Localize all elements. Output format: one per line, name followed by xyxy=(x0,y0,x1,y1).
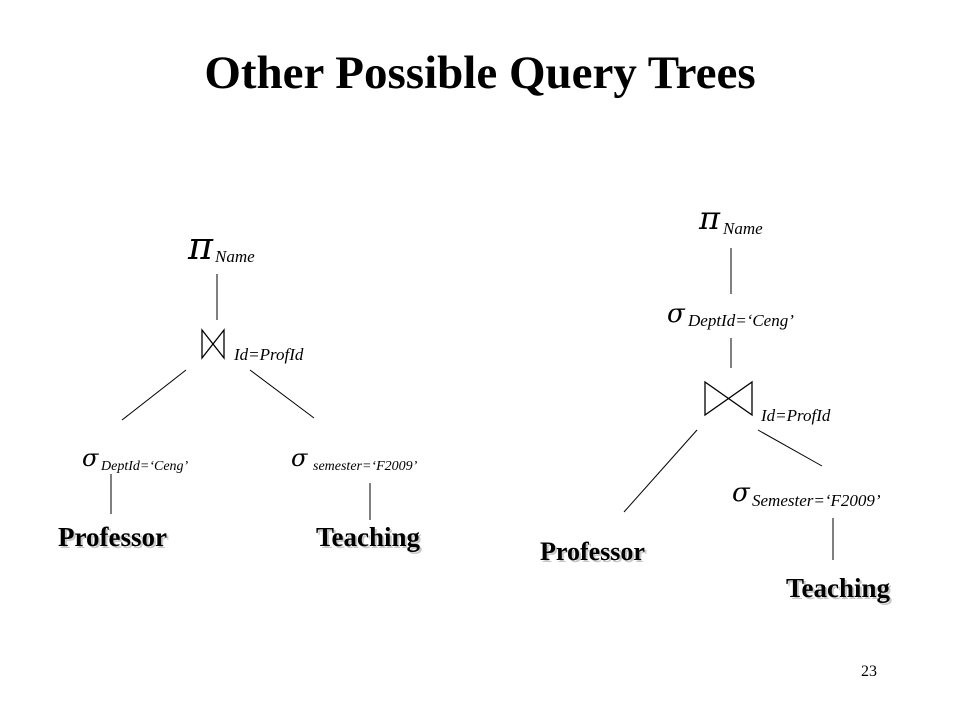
slide-title: Other Possible Query Trees xyxy=(204,47,756,99)
left-relation-teaching-shadow: Teaching xyxy=(318,524,423,554)
right-join-condition: Id=ProfId xyxy=(760,406,831,425)
left-edge-join-select-left xyxy=(121,369,187,421)
left-relation-professor-shadow: Professor xyxy=(60,524,169,554)
right-relation-professor-shadow: Professor xyxy=(542,539,647,568)
left-join-icon xyxy=(201,328,225,360)
left-select-right-condition: semester=‘F2009’ xyxy=(313,459,418,474)
left-projection-attribute: Name xyxy=(214,247,255,266)
right-relation-professor: Professor xyxy=(540,537,645,566)
right-edge-join-professor xyxy=(623,429,698,513)
left-edge-join-select-right xyxy=(249,369,315,419)
left-select-left-condition: DeptId=‘Ceng’ xyxy=(100,459,189,474)
left-projection-symbol: π xyxy=(187,224,214,268)
right-select-right-symbol: σ xyxy=(732,478,751,508)
right-join-icon xyxy=(704,380,753,417)
right-select-right-condition: Semester=‘F2009’ xyxy=(752,491,881,510)
left-select-right-symbol: σ xyxy=(291,444,308,472)
right-select-top-symbol: σ xyxy=(667,299,686,329)
right-projection-attribute: Name xyxy=(722,219,763,238)
left-query-tree: π Name Id=ProfId σ DeptId=‘Ceng’ σ semes… xyxy=(58,224,423,554)
page-number: 23 xyxy=(861,663,877,680)
left-join-condition: Id=ProfId xyxy=(233,345,304,364)
right-query-tree: π Name σ DeptId=‘Ceng’ Id=ProfId σ Semes… xyxy=(540,199,893,605)
right-projection-symbol: π xyxy=(698,199,721,237)
left-relation-professor: Professor xyxy=(58,522,167,552)
right-edge-join-select xyxy=(757,429,823,467)
right-relation-teaching: Teaching xyxy=(786,573,891,603)
right-relation-teaching-shadow: Teaching xyxy=(788,575,893,605)
left-relation-teaching: Teaching xyxy=(316,522,421,552)
left-select-left-symbol: σ xyxy=(82,444,99,472)
right-select-top-condition: DeptId=‘Ceng’ xyxy=(687,311,794,330)
